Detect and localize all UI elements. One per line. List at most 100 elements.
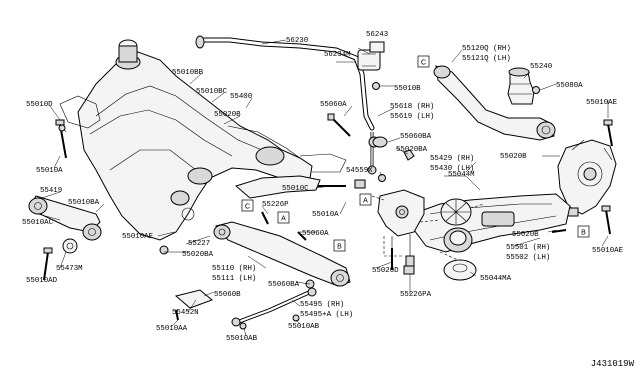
label-54559x[interactable]: 54559X — [346, 167, 373, 175]
label-55226pa[interactable]: 55226PA — [400, 291, 432, 299]
bolt-55010ab-right[interactable] — [292, 314, 300, 322]
nut-55226pa[interactable] — [403, 265, 415, 275]
label-55020ba-low[interactable]: 55020BA — [182, 251, 214, 259]
stabilizer-bushing[interactable] — [357, 41, 385, 71]
label-55452n[interactable]: 55452N — [172, 309, 199, 317]
label-56234m[interactable]: 56234M — [324, 51, 351, 59]
ref-box-b-mid[interactable]: B — [333, 239, 346, 252]
label-55010aa[interactable]: 55010AA — [156, 325, 188, 333]
link-bracket[interactable] — [174, 289, 213, 309]
bolt-55010b-top[interactable] — [372, 82, 380, 90]
diagram-code: J431019W — [591, 359, 635, 369]
label-55430[interactable]: 55430 (LH) — [430, 165, 474, 173]
label-55618[interactable]: 55618 (RH) — [390, 103, 434, 111]
label-55010a-mid[interactable]: 55010A — [312, 211, 339, 219]
label-55010ab-left[interactable]: 55010AB — [226, 335, 258, 343]
label-55010d[interactable]: 55010D — [26, 101, 53, 109]
ref-label-c: C — [245, 204, 250, 211]
label-55010c[interactable]: 55010C — [282, 185, 309, 193]
ref-box-a-right[interactable]: A — [359, 193, 372, 206]
label-55227[interactable]: 55227 — [188, 240, 210, 248]
bolt-55060ba-top[interactable] — [372, 136, 388, 148]
ref-box-c-lower[interactable]: C — [241, 199, 254, 212]
ref-label-a: A — [363, 198, 368, 205]
label-55044m[interactable]: 55044M — [448, 171, 475, 179]
bump-stopper[interactable] — [507, 67, 535, 105]
label-55010ae[interactable]: 55010AE — [586, 99, 618, 107]
label-55020b[interactable]: 55020B — [214, 111, 241, 119]
label-55501[interactable]: 55501 (RH) — [506, 244, 550, 252]
label-55010ae-right[interactable]: 55010AE — [592, 247, 624, 255]
label-55495[interactable]: 55495 (RH) — [300, 301, 344, 309]
spring-seat-upper[interactable] — [440, 198, 472, 226]
label-55020b-low[interactable]: 55020B — [512, 231, 539, 239]
bolt-55010ae-right[interactable] — [601, 205, 611, 235]
bolt-55020b-right[interactable] — [551, 229, 567, 233]
toe-control-rod[interactable] — [231, 287, 317, 327]
lower-control-link[interactable] — [213, 221, 351, 287]
label-55060ba[interactable]: 55060BA — [400, 133, 432, 141]
bolt-55226p[interactable] — [261, 211, 269, 225]
label-55010ad[interactable]: 55010AD — [26, 277, 58, 285]
label-55060ba-low[interactable]: 55060BA — [268, 281, 300, 289]
rear-axle-housing[interactable] — [557, 139, 617, 217]
label-55240[interactable]: 55240 — [530, 63, 552, 71]
rear-suspension-member[interactable] — [59, 39, 347, 241]
bolt-55080a[interactable] — [532, 86, 540, 94]
bolt-55010ad[interactable] — [43, 247, 53, 281]
leader-lines — [37, 39, 609, 337]
label-55429[interactable]: 55429 (RH) — [430, 155, 474, 163]
label-55010ae-mid[interactable]: 55010AE — [122, 233, 154, 241]
label-55473m[interactable]: 55473M — [56, 265, 83, 273]
label-55020d[interactable]: 55020D — [372, 267, 399, 275]
label-55060a-mid[interactable]: 55060A — [302, 230, 329, 238]
label-55010bb[interactable]: 55010BB — [172, 69, 204, 77]
bolt-55060a-top[interactable] — [327, 113, 351, 137]
nut-55020ba-mid[interactable] — [403, 149, 415, 161]
radius-rod-bushing[interactable] — [62, 238, 78, 254]
bolt-55010ab-left[interactable] — [239, 322, 247, 330]
label-55010a[interactable]: 55010A — [36, 167, 63, 175]
label-55400[interactable]: 55400 — [230, 93, 252, 101]
bolt-55060a-mid[interactable] — [297, 231, 307, 241]
radius-rod[interactable] — [28, 195, 102, 241]
label-55010ba[interactable]: 55010BA — [68, 199, 100, 207]
label-55010bc[interactable]: 55010BC — [196, 88, 228, 96]
label-55502[interactable]: 55502 (LH) — [506, 254, 550, 262]
label-55010ab-right[interactable]: 55010AB — [288, 323, 320, 331]
label-55619[interactable]: 55619 (LH) — [390, 113, 434, 121]
bolt-55010ae-top[interactable] — [603, 119, 613, 147]
label-55121q[interactable]: 55121Q (LH) — [462, 55, 511, 63]
spring-rubber-seat[interactable] — [443, 259, 477, 281]
nut-55020ba-low[interactable] — [159, 245, 169, 255]
label-55044ma[interactable]: 55044MA — [480, 275, 512, 283]
transverse-link[interactable] — [377, 189, 425, 267]
stabilizer-bar[interactable] — [195, 35, 375, 131]
label-55080a[interactable]: 55080A — [556, 82, 583, 90]
label-55120q[interactable]: 55120Q (RH) — [462, 45, 511, 53]
label-55060a[interactable]: 55060A — [320, 101, 347, 109]
ref-box-a-mid[interactable]: A — [277, 211, 290, 224]
spring-seat-lower[interactable] — [443, 227, 473, 253]
label-55419[interactable]: 55419 — [40, 187, 62, 195]
label-55111[interactable]: 55111 (LH) — [212, 275, 256, 283]
label-56243[interactable]: 56243 — [366, 31, 388, 39]
label-55020ba[interactable]: 55020BA — [396, 146, 428, 154]
label-55495a[interactable]: 55495+A (LH) — [300, 311, 353, 319]
label-55110[interactable]: 55110 (RH) — [212, 265, 256, 273]
label-55010ac[interactable]: 55010AC — [22, 219, 54, 227]
bolt-55010d[interactable] — [58, 123, 67, 133]
nut-54559x[interactable] — [378, 174, 386, 182]
ref-box-b-right[interactable]: B — [577, 225, 590, 238]
ref-label-b: B — [337, 244, 342, 251]
ref-label-c: C — [421, 60, 426, 67]
bolt-55010aa[interactable] — [175, 309, 179, 321]
label-55226p[interactable]: 55226P — [262, 201, 289, 209]
upper-link-arm[interactable] — [433, 65, 556, 141]
label-56230[interactable]: 56230 — [286, 37, 308, 45]
connection-lines — [371, 195, 485, 261]
label-55010b[interactable]: 55010B — [394, 85, 421, 93]
label-55020b-right[interactable]: 55020B — [500, 153, 527, 161]
ref-box-c-upper[interactable]: C — [417, 55, 430, 68]
label-55060b[interactable]: 55060B — [214, 291, 241, 299]
